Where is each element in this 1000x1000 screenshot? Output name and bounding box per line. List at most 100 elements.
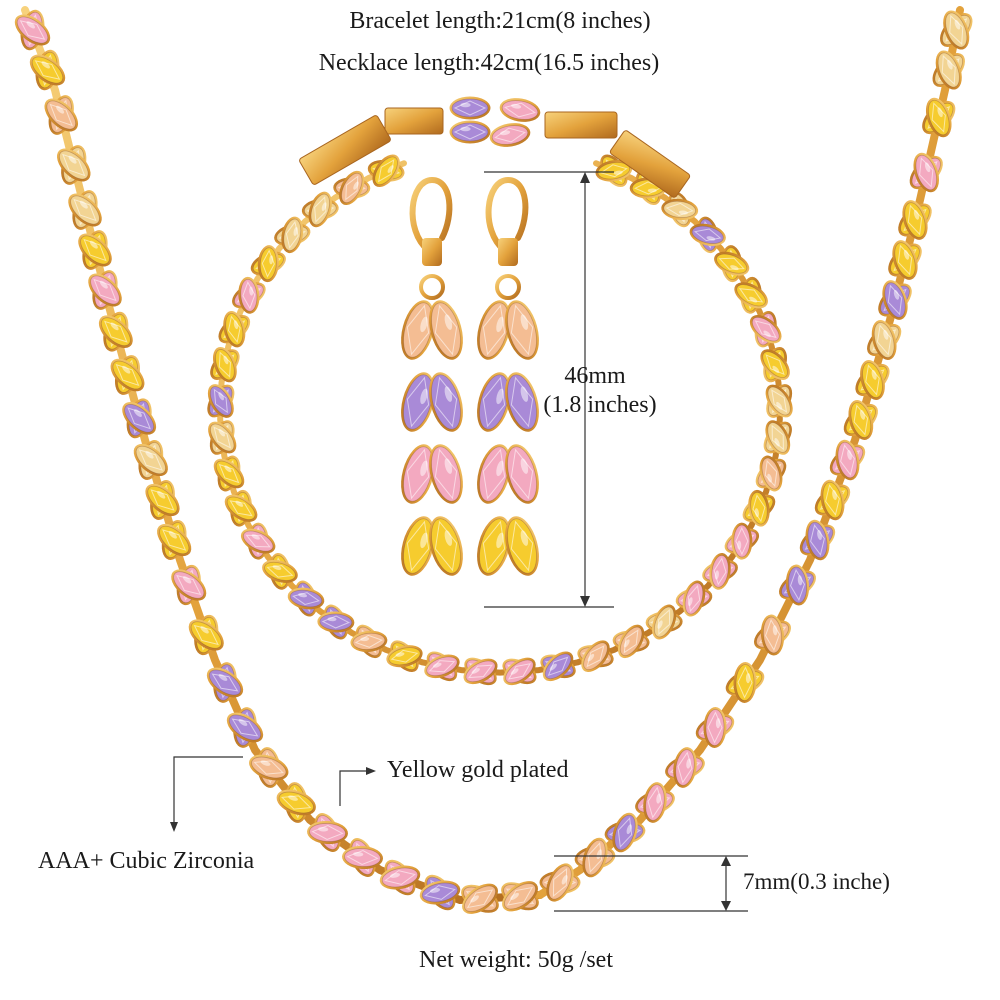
cz-stone — [499, 98, 541, 122]
cz-stone — [342, 845, 383, 870]
cz-stone — [429, 516, 463, 576]
cubic-zirconia-stones — [14, 9, 973, 914]
cz-stone — [29, 54, 66, 86]
cz-stone — [734, 282, 768, 309]
cz-stone — [546, 863, 574, 902]
cz-stone — [749, 314, 782, 344]
cz-stone — [372, 154, 400, 188]
cz-stone — [379, 865, 421, 890]
cz-stone — [463, 658, 498, 685]
cz-stone — [110, 358, 145, 392]
cz-stone — [714, 251, 750, 276]
cz-stone — [213, 458, 245, 489]
cz-stone — [860, 360, 885, 400]
cz-stone — [748, 489, 770, 527]
cz-stone — [502, 881, 538, 912]
cz-stone — [673, 747, 697, 788]
cz-stone — [240, 528, 276, 554]
cz-stone — [835, 439, 860, 481]
arrow-up-icon — [580, 172, 590, 183]
cz-stone — [731, 522, 753, 560]
cz-stone — [257, 245, 279, 283]
cz-stone — [582, 837, 608, 878]
cz-stone — [689, 223, 726, 246]
cz-stone — [429, 372, 463, 432]
cz-stone — [581, 640, 610, 673]
cz-stone — [224, 494, 258, 522]
cz-stone — [617, 624, 645, 659]
cz-stone — [612, 812, 638, 853]
cz-stone — [157, 523, 192, 557]
cz-stone — [122, 402, 157, 435]
plating-label: Yellow gold plated — [387, 757, 569, 783]
cz-stone — [68, 193, 102, 227]
cz-stone — [882, 280, 908, 320]
earring — [477, 176, 539, 595]
cz-stone — [709, 552, 731, 590]
cz-stone — [262, 559, 298, 583]
cz-stone — [401, 372, 435, 432]
cz-stone — [206, 667, 244, 698]
cz-stone — [386, 645, 423, 668]
cz-stone — [133, 443, 168, 477]
cz-stone — [207, 384, 234, 418]
cz-stone — [287, 587, 325, 610]
cz-stone — [848, 400, 874, 440]
earring — [401, 176, 463, 595]
cz-stone — [477, 444, 511, 504]
cz-stone — [477, 372, 511, 432]
cz-stone — [703, 707, 727, 748]
cz-stone — [489, 123, 531, 147]
cz-stone — [505, 444, 539, 504]
link-width-label: 7mm(0.3 inche) — [743, 869, 890, 894]
cz-stone — [871, 320, 897, 360]
stone-label: AAA+ Cubic Zirconia — [38, 848, 255, 874]
arrow-down-icon — [721, 901, 731, 911]
cz-stone — [188, 619, 224, 651]
cz-stone — [419, 880, 461, 905]
earring-length-mm-label: 46mm — [564, 363, 626, 389]
cz-stone — [935, 50, 962, 90]
necklace-length-label: Necklace length:42cm(16.5 inches) — [318, 50, 660, 76]
cz-stone — [350, 630, 388, 652]
cz-stone — [401, 444, 435, 504]
cz-stone — [902, 200, 928, 240]
cz-stone — [339, 170, 365, 206]
cz-stone — [505, 516, 539, 576]
measurement-lines — [173, 171, 748, 912]
cz-stone — [462, 883, 498, 914]
cz-stone — [98, 315, 133, 348]
stone-callout-line — [173, 756, 243, 828]
cz-stone — [276, 789, 316, 816]
earring-length-inches-label: (1.8 inches) — [543, 392, 657, 418]
cz-stone — [424, 654, 460, 679]
cz-stone — [925, 97, 952, 138]
arrow-down-icon — [170, 822, 178, 832]
cz-stone — [307, 820, 348, 845]
cz-stone — [759, 455, 783, 492]
cz-stone — [651, 604, 677, 640]
arrow-right-icon — [366, 767, 376, 775]
cz-stone — [145, 483, 180, 517]
cz-stone — [429, 444, 463, 504]
cz-stone — [308, 191, 332, 228]
cz-stone — [760, 614, 785, 656]
clasps-and-hooks — [299, 96, 691, 595]
net-weight-label: Net weight: 50g /set — [419, 947, 613, 973]
cz-stone — [449, 96, 491, 120]
cz-stone — [317, 611, 355, 633]
cz-stone — [820, 479, 845, 521]
cz-stone — [223, 311, 246, 348]
arrow-down-icon — [580, 596, 590, 607]
cz-stone — [765, 384, 793, 418]
cz-stone — [226, 712, 264, 743]
cz-stone — [88, 273, 122, 307]
cz-stone — [477, 300, 511, 360]
gold-chain — [536, 6, 964, 899]
cz-stone — [171, 569, 207, 601]
cz-stone — [208, 421, 237, 454]
arrow-up-icon — [721, 856, 731, 866]
cz-stone — [401, 300, 435, 360]
cz-stone — [56, 148, 91, 182]
